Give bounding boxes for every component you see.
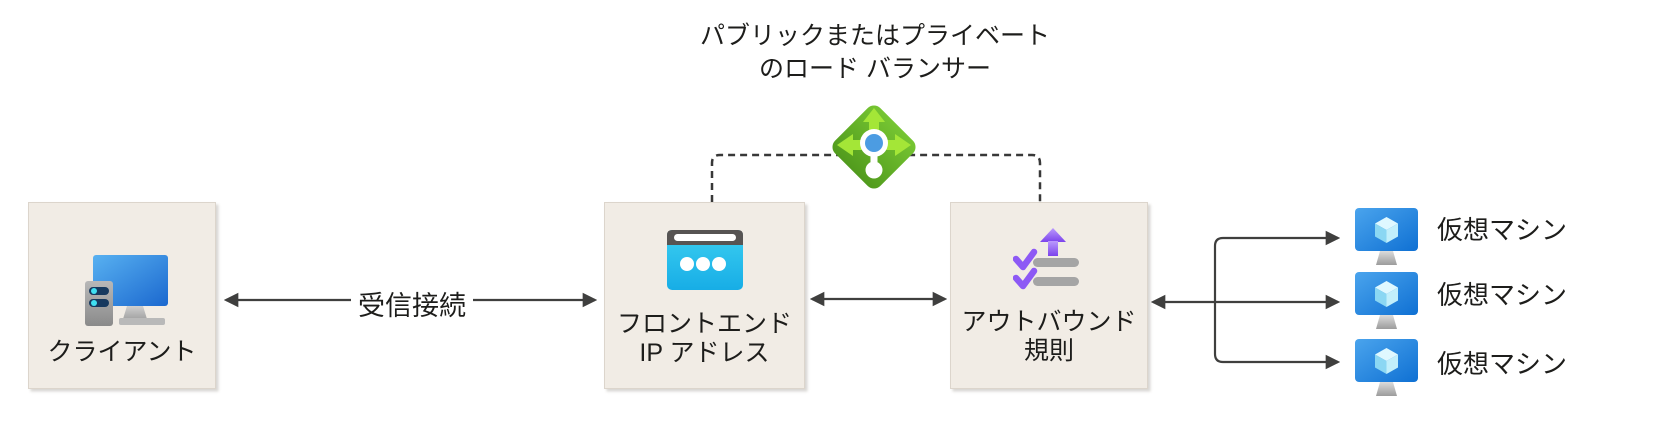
client-node: クライアント: [28, 202, 216, 389]
load-balancer-title: パブリックまたはプライベート のロード バランサー: [575, 20, 1175, 86]
outbound-rules-node: アウトバウンド 規則: [950, 202, 1148, 389]
outbound-rules-icon: [1013, 228, 1079, 290]
load-balancer-node: [827, 100, 921, 194]
frontend-label-line1: フロントエンド: [616, 310, 792, 338]
inbound-connection-label: 受信接続: [358, 291, 466, 321]
client-computer-icon: [84, 255, 168, 326]
vm-branch-arrows: [1213, 230, 1341, 370]
virtual-machine-icon-2: [1355, 272, 1418, 329]
outbound-label-line2: 規則: [1023, 337, 1074, 365]
client-label: クライアント: [47, 338, 197, 366]
frontend-label-line2: IP アドレス: [639, 339, 770, 367]
virtual-machine-icon-3: [1355, 339, 1418, 396]
load-balancer-icon: [832, 105, 916, 189]
frontend-label: フロントエンド IP アドレス: [617, 310, 792, 368]
load-balancer-title-line1: パブリックまたはプライベート: [699, 22, 1050, 50]
vm-label-2: 仮想マシン: [1437, 280, 1568, 310]
vm-label-3: 仮想マシン: [1437, 349, 1568, 379]
outbound-label-line1: アウトバウンド: [961, 308, 1137, 336]
load-balancer-title-line2: のロード バランサー: [759, 55, 991, 83]
outbound-label: アウトバウンド 規則: [961, 308, 1136, 366]
frontend-ip-node: フロントエンド IP アドレス: [604, 202, 805, 389]
virtual-machine-icon-1: [1355, 208, 1418, 265]
browser-window-icon: [666, 230, 743, 290]
vm-label-1: 仮想マシン: [1437, 215, 1568, 245]
